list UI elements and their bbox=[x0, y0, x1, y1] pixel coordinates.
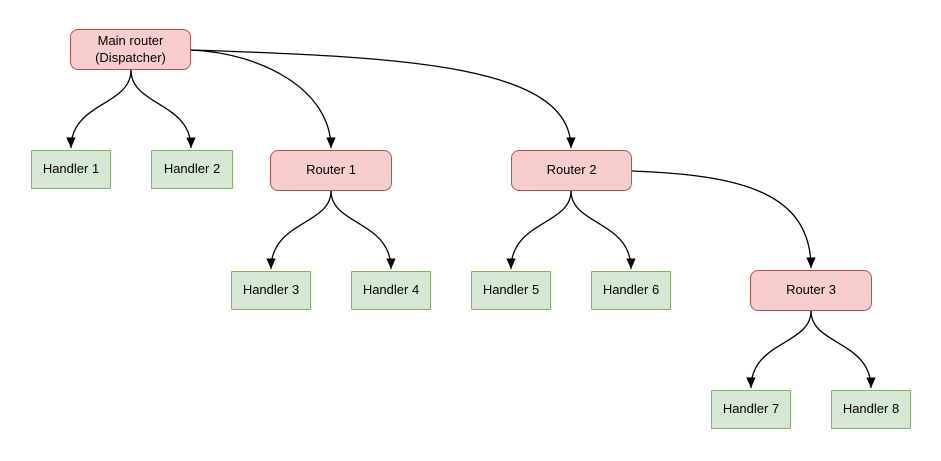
node-handler-8: Handler 8 bbox=[831, 390, 911, 429]
edge-router-2-to-handler-6 bbox=[570, 190, 636, 270]
edge-router-2-to-router-3 bbox=[631, 170, 816, 269]
node-router-3: Router 3 bbox=[750, 270, 872, 311]
edge-router-3-to-handler-7 bbox=[746, 310, 812, 389]
edge-router-1-to-handler-3 bbox=[266, 190, 332, 270]
edge-router-1-to-handler-4 bbox=[330, 190, 396, 270]
node-handler-2: Handler 2 bbox=[151, 150, 233, 189]
node-main-router: Main router (Dispatcher) bbox=[70, 29, 191, 70]
edge-router-3-to-handler-8 bbox=[810, 310, 876, 389]
node-handler-5: Handler 5 bbox=[471, 271, 551, 310]
edge-router-2-to-handler-5 bbox=[506, 190, 572, 270]
edge-main-router-to-router-2 bbox=[190, 49, 576, 149]
node-handler-7: Handler 7 bbox=[711, 390, 791, 429]
edge-main-router-to-handler-1 bbox=[66, 69, 132, 149]
edge-main-router-to-handler-2 bbox=[130, 69, 196, 149]
node-handler-6: Handler 6 bbox=[591, 271, 671, 310]
edge-main-router-to-router-1 bbox=[190, 49, 336, 149]
node-handler-4: Handler 4 bbox=[351, 271, 431, 310]
node-handler-3: Handler 3 bbox=[231, 271, 311, 310]
node-router-1: Router 1 bbox=[270, 150, 392, 191]
node-router-2: Router 2 bbox=[511, 150, 632, 191]
node-handler-1: Handler 1 bbox=[31, 150, 111, 189]
